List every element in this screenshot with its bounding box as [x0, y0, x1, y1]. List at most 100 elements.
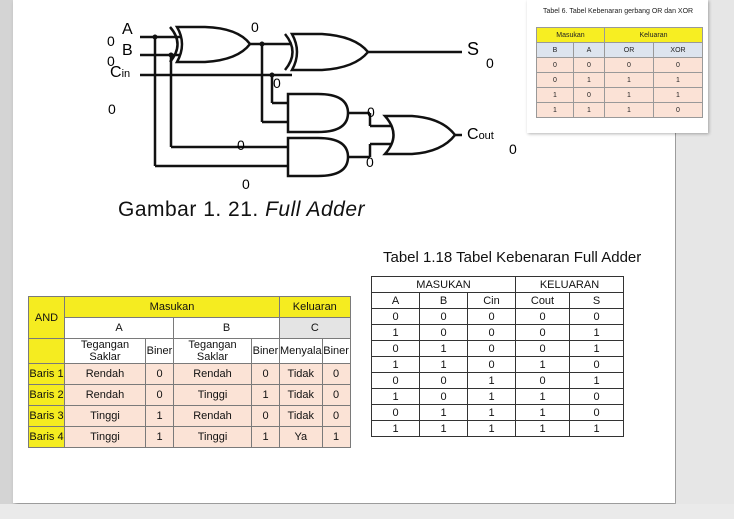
table-cell: 1: [569, 324, 624, 341]
table-cell: 1: [145, 426, 174, 448]
table-cell: 1: [573, 72, 605, 88]
input-b-label: B: [122, 42, 133, 59]
table-cell: 0: [145, 363, 174, 385]
table-cell: 1: [604, 72, 654, 88]
table-cell: 0: [515, 372, 570, 389]
table-cell: 0: [573, 87, 605, 103]
and1-gate: [286, 92, 350, 134]
table-cell: 0: [371, 372, 420, 389]
table-cell: 1: [467, 388, 516, 405]
table-cell: 0: [419, 308, 468, 325]
row-label: Baris 4: [28, 426, 65, 448]
var-header-a: A: [64, 317, 174, 339]
table-cell: Tinggi: [173, 426, 252, 448]
table-cell: 1: [321, 426, 351, 448]
table-cell: 0: [536, 57, 574, 73]
full-adder-table-title: Tabel 1.18 Tabel Kebenaran Full Adder: [383, 249, 642, 266]
corner-blank: [28, 338, 65, 364]
row-label: Baris 2: [28, 384, 65, 406]
column-header: Biner: [145, 338, 174, 364]
table-cell: 0: [467, 324, 516, 341]
output-cout-label: Cout: [467, 126, 494, 143]
table-cell: 1: [515, 404, 570, 421]
inset-table-title: Tabel 6. Tabel Kebenaran gerbang OR dan …: [543, 8, 694, 15]
table-cell: 1: [419, 356, 468, 373]
output-s-label: S: [467, 39, 480, 59]
table-row: Baris 3 Tinggi 1 Rendah 0 Tidak 0: [28, 405, 351, 427]
table-cell: Tidak: [279, 384, 323, 406]
table-cell: Tidak: [279, 363, 323, 385]
value-in-cin: 0: [108, 101, 116, 117]
column-header: Biner: [321, 338, 351, 364]
table-cell: 0: [321, 363, 351, 385]
junction-b: [168, 52, 174, 58]
table-cell: 0: [569, 356, 624, 373]
value-and1-out: 0: [367, 104, 375, 120]
table-cell: 0: [419, 324, 468, 341]
value-xor1-out: 0: [251, 19, 259, 35]
table-cell: 0: [536, 72, 574, 88]
table-cell: 1: [653, 87, 703, 103]
column-header: Biner: [251, 338, 280, 364]
var-header-b: B: [173, 317, 280, 339]
table-cell: 1: [515, 420, 570, 437]
column-header: Tegangan Saklar: [173, 338, 252, 364]
table-cell: 0: [371, 340, 420, 357]
table-cell: 1: [653, 72, 703, 88]
table-cell: 1: [467, 404, 516, 421]
table-cell: 0: [653, 102, 703, 118]
table-cell: 1: [515, 356, 570, 373]
row-label: Baris 1: [28, 363, 65, 385]
group-header-masukan: Masukan: [64, 296, 280, 318]
table-cell: 0: [569, 388, 624, 405]
junction-cin: [269, 72, 275, 78]
value-bottom: 0: [242, 176, 250, 192]
column-header: S: [569, 292, 624, 309]
group-header-keluaran: Keluaran: [279, 296, 351, 318]
table-cell: 1: [371, 420, 420, 437]
table-cell: 0: [371, 404, 420, 421]
input-cin-label: Cin: [110, 64, 131, 81]
value-in-b: 0: [107, 53, 115, 69]
table-cell: 0: [515, 308, 570, 325]
group-header-masukan: Masukan: [536, 27, 605, 43]
xor2-gate: [289, 32, 370, 72]
table-cell: 1: [536, 87, 574, 103]
value-cout-out: 0: [509, 141, 517, 157]
table-cell: 1: [419, 420, 468, 437]
table-cell: Tinggi: [173, 384, 252, 406]
table-cell: 1: [145, 405, 174, 427]
column-header: XOR: [653, 42, 703, 58]
table-cell: 0: [251, 363, 280, 385]
table-cell: 1: [371, 324, 420, 341]
table-cell: 0: [467, 356, 516, 373]
table-cell: Rendah: [173, 405, 252, 427]
table-cell: 0: [573, 57, 605, 73]
table-cell: 0: [419, 388, 468, 405]
var-header-c: C: [279, 317, 351, 339]
table-cell: 1: [573, 102, 605, 118]
column-header: A: [573, 42, 605, 58]
table-cell: Rendah: [64, 363, 146, 385]
table-cell: 1: [604, 87, 654, 103]
or-gate: [382, 114, 457, 156]
table-cell: 1: [604, 102, 654, 118]
table-cell: 0: [467, 340, 516, 357]
table-cell: Tinggi: [64, 405, 146, 427]
table-cell: 1: [515, 388, 570, 405]
table-cell: 1: [419, 404, 468, 421]
column-header: OR: [604, 42, 654, 58]
window-edge-bottom: [0, 504, 734, 519]
table-cell: 1: [569, 372, 624, 389]
table-cell: 0: [515, 324, 570, 341]
